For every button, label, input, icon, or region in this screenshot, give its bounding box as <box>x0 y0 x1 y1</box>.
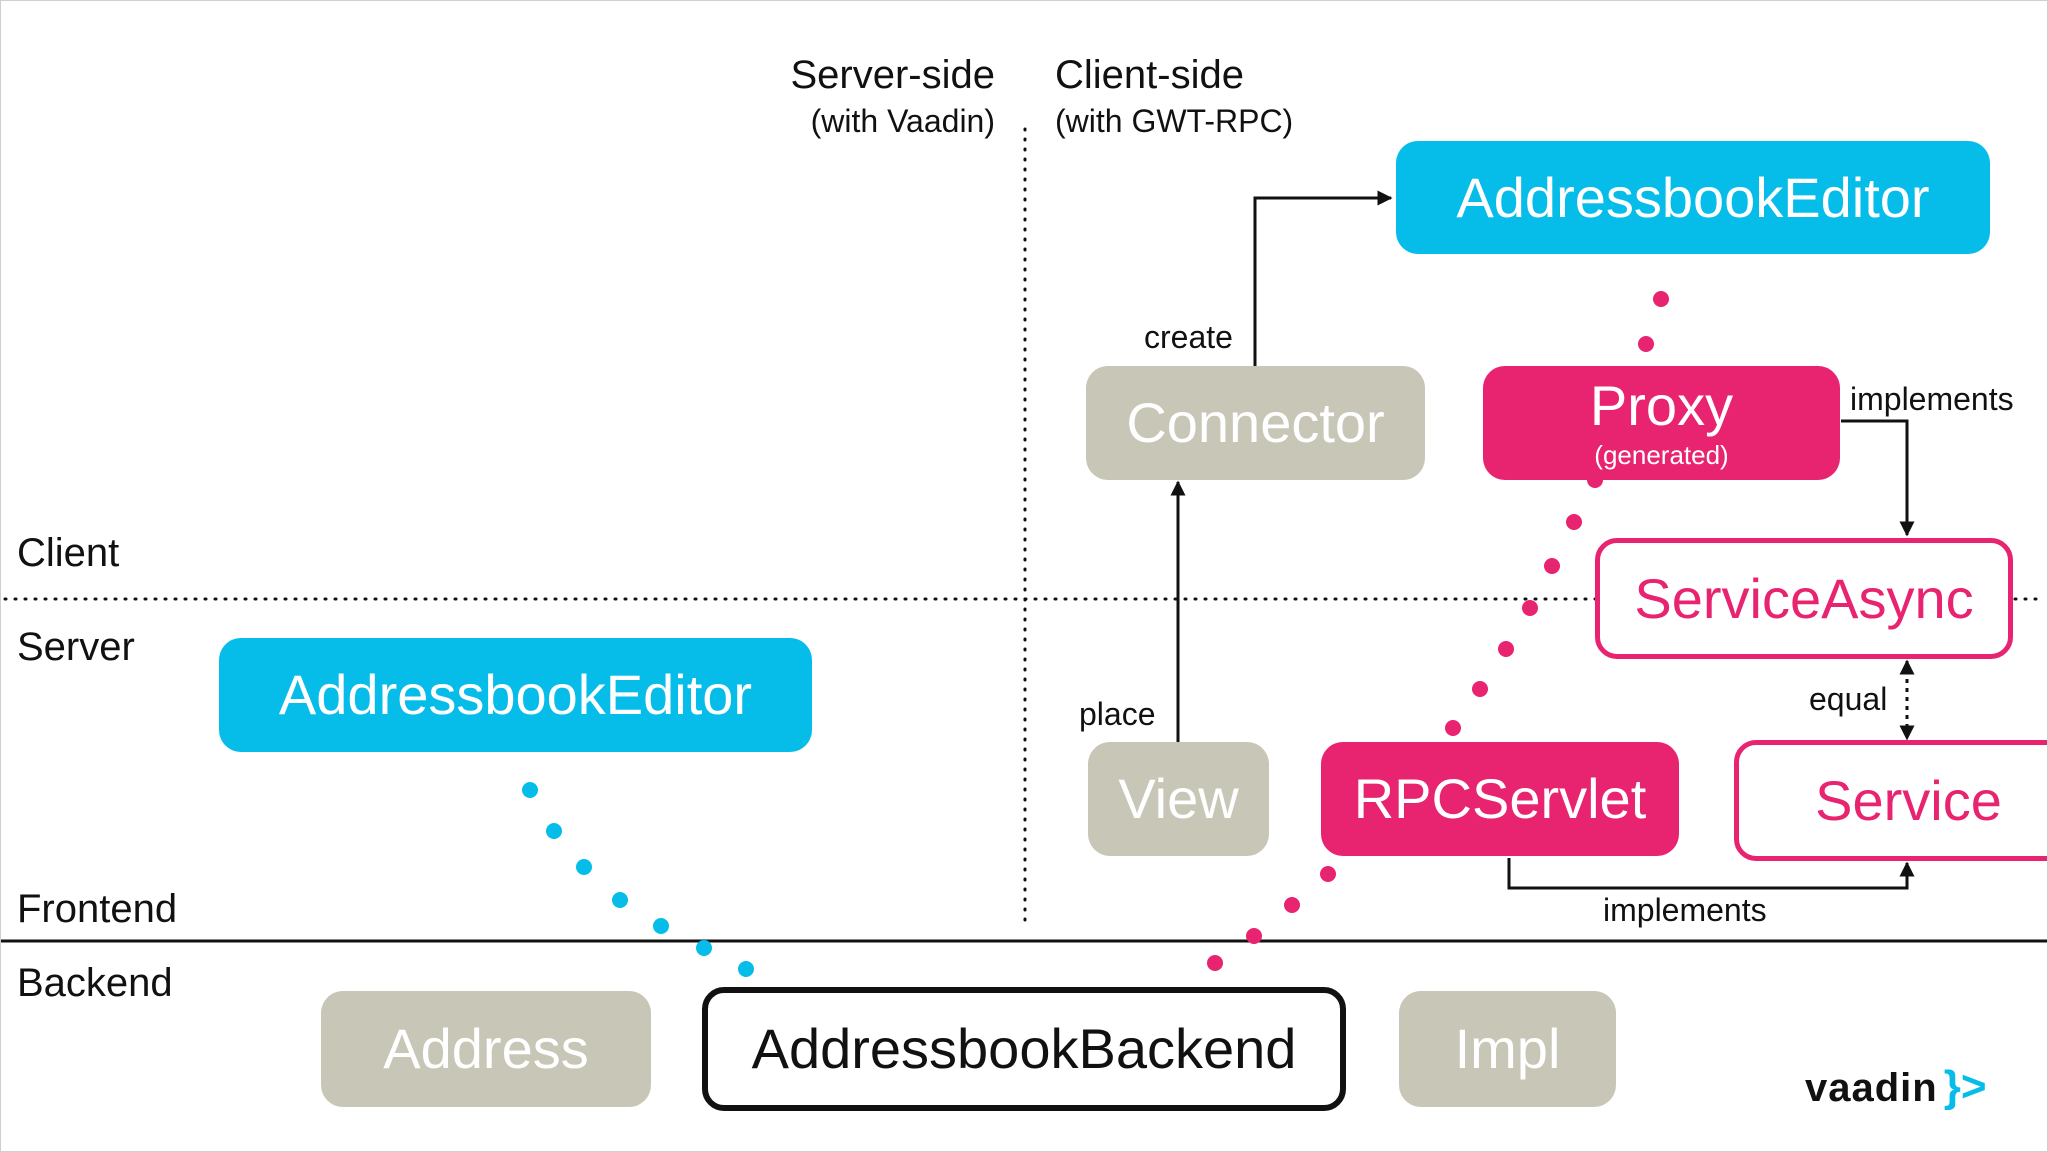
rpc-servlet-label: RPCServlet <box>1353 767 1647 830</box>
view-label: View <box>1118 767 1239 830</box>
client-addressbook-editor-label: AddressbookEditor <box>1456 165 1930 229</box>
client-addressbook-editor: AddressbookEditor <box>1396 141 1990 254</box>
connector-node: Connector <box>1086 366 1425 480</box>
row-label-server: Server <box>17 625 135 669</box>
edge-label-servlet-implements: implements <box>1603 892 1767 928</box>
address-label: Address <box>383 1017 589 1080</box>
vaadin-logo-word: vaadin <box>1805 1066 1938 1110</box>
server-side-subtitle: (with Vaadin) <box>810 103 995 139</box>
addressbook-backend-label: AddressbookBackend <box>751 1017 1297 1080</box>
vaadin-logo-mark: }> <box>1943 1062 1987 1111</box>
service-label: Service <box>1815 768 2002 832</box>
proxy-implements-arrow <box>1841 419 1915 537</box>
client-side-subtitle: (with GWT-RPC) <box>1055 103 1294 139</box>
proxy-label: Proxy <box>1589 374 1734 437</box>
address-node: Address <box>321 991 651 1107</box>
vaadin-logo: vaadin}> <box>1805 1065 1987 1109</box>
connector-label: Connector <box>1126 391 1385 454</box>
edge-label-proxy-implements: implements <box>1850 381 2014 417</box>
view-node: View <box>1088 742 1269 856</box>
row-label-frontend: Frontend <box>17 887 178 931</box>
edge-label-create: create <box>1144 319 1233 355</box>
server-addressbook-editor-label: AddressbookEditor <box>278 663 753 726</box>
client-side-title: Client-side <box>1055 53 1244 97</box>
proxy-node: Proxy (generated) <box>1483 366 1840 480</box>
create-arrow <box>1253 190 1393 366</box>
impl-label: Impl <box>1454 1017 1561 1080</box>
edge-label-place: place <box>1079 696 1156 732</box>
addressbook-backend-node: AddressbookBackend <box>702 987 1346 1111</box>
impl-node: Impl <box>1399 991 1616 1107</box>
edge-label-equal: equal <box>1809 681 1888 717</box>
server-side-title: Server-side <box>790 53 995 97</box>
server-addressbook-editor: AddressbookEditor <box>219 638 812 752</box>
servlet-implements-arrow <box>1507 858 1915 890</box>
service-async-node: ServiceAsync <box>1595 538 2013 659</box>
row-label-client: Client <box>17 531 120 575</box>
service-node: Service <box>1734 740 2047 861</box>
rpc-servlet-node: RPCServlet <box>1321 742 1679 856</box>
blue-dot-chain <box>522 782 754 977</box>
row-label-backend: Backend <box>17 961 173 1005</box>
service-async-label: ServiceAsync <box>1634 566 1974 630</box>
proxy-note: (generated) <box>1594 440 1729 470</box>
